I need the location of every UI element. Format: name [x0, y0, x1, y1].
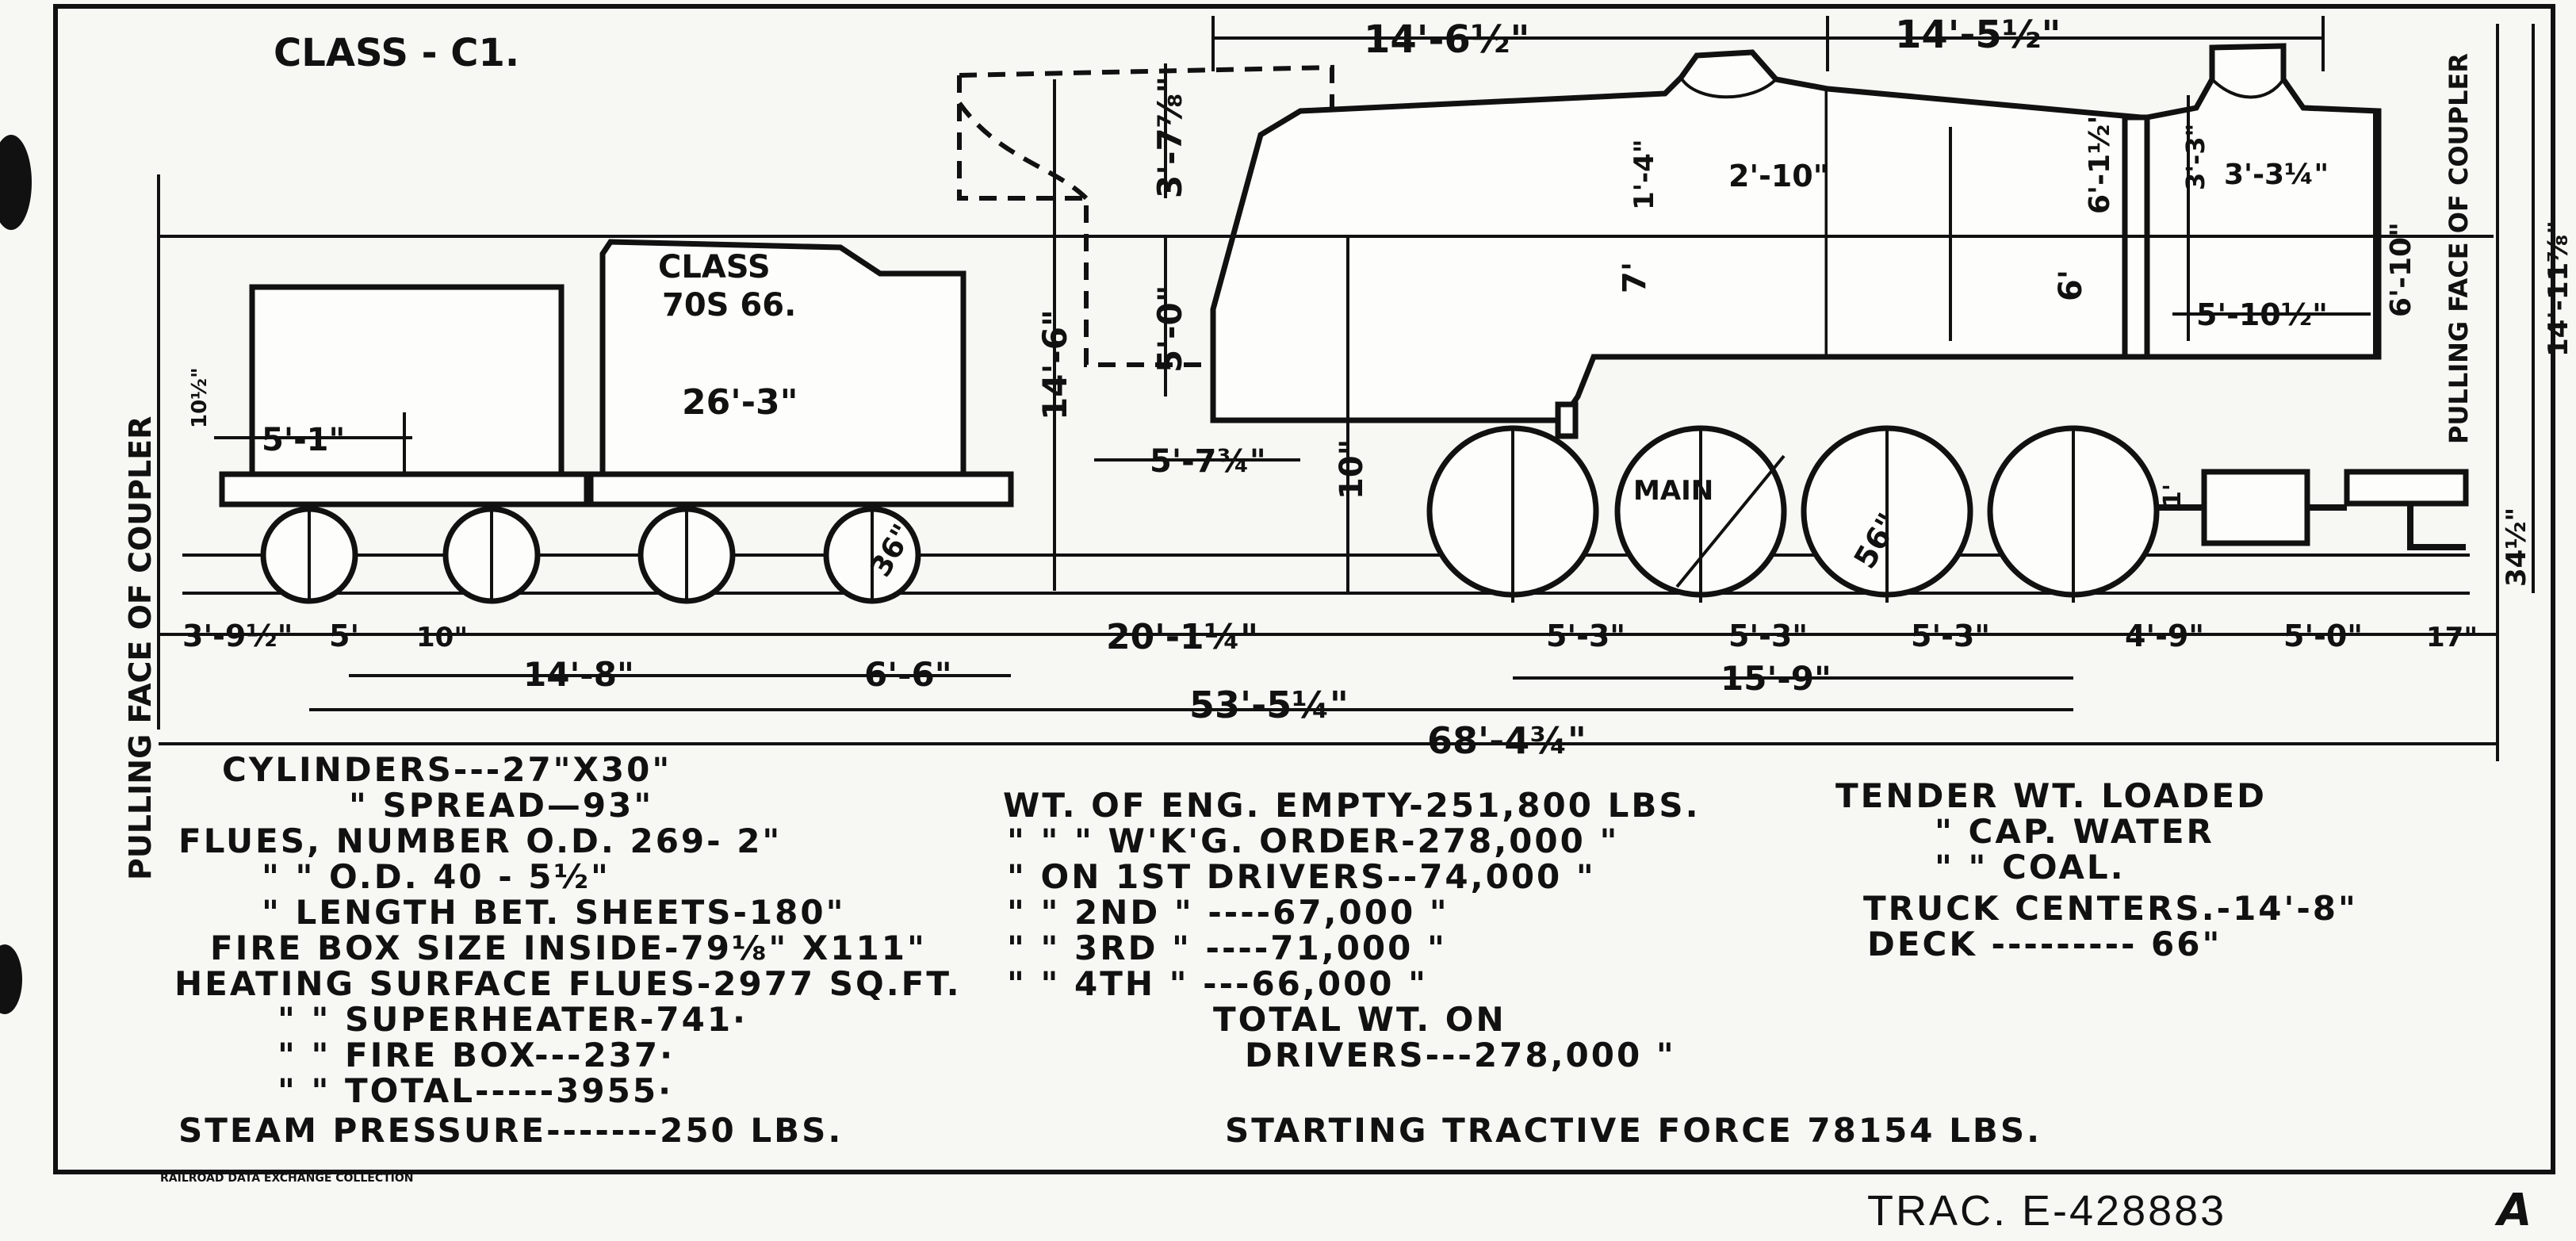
spec-line: CYLINDERS---27"X30"	[222, 750, 672, 789]
tender	[219, 239, 1014, 604]
spec-line: DRIVERS---278,000 "	[1245, 1036, 1676, 1074]
trac-number: TRAC. E-428883	[1867, 1187, 2226, 1235]
dim-label: 10"	[416, 622, 468, 653]
spec-line: " SPREAD—93"	[349, 786, 653, 825]
dim-label: 14'-6½"	[1364, 17, 1530, 62]
dim-label: 53'-5¼"	[1189, 684, 1349, 726]
specifications-left: CYLINDERS---27"X30" " SPREAD—93" FLUES, …	[174, 750, 962, 1150]
specifications-right: TENDER WT. LOADED " CAP. WATER " " COAL.…	[1835, 776, 2358, 963]
pilot-step	[2407, 504, 2466, 550]
sheet-letter: A	[2494, 1185, 2532, 1236]
dim-label: 2'-10"	[1728, 159, 1829, 193]
spec-line: TRUCK CENTERS.-14'-8"	[1863, 889, 2358, 928]
class-label: CLASS - C1.	[274, 31, 519, 75]
spec-line: " " FIRE BOX---237·	[278, 1036, 675, 1074]
spec-line: " LENGTH BET. SHEETS-180"	[262, 893, 845, 932]
dim-label: 6'-6"	[864, 655, 952, 694]
smokestack-base	[2210, 78, 2285, 99]
spec-line: DECK --------- 66"	[1867, 925, 2222, 963]
dim-label: 6'-1½"	[2084, 109, 2116, 214]
dim-label: 14'-6"	[1035, 309, 1074, 420]
dim-label: 6'	[2053, 270, 2089, 301]
dim-label: 10"	[1334, 439, 1370, 500]
dim-label: 68'-4¾"	[1427, 719, 1587, 762]
dim-label: 7'	[1617, 262, 1653, 293]
dim-label: 14'-5½"	[1895, 13, 2061, 57]
dim-label: 5'-3"	[1546, 619, 1625, 653]
punch-hole-top	[0, 135, 32, 230]
dim-label: 14'-8"	[523, 655, 634, 694]
spec-line: " CAP. WATER	[1935, 812, 2214, 851]
dim-label: 5'-1"	[262, 422, 345, 458]
tender-front-tank	[249, 284, 565, 477]
cylinder	[2201, 469, 2310, 546]
dim-label: 26'-3"	[682, 382, 798, 423]
dimension-lines	[159, 16, 2535, 745]
specifications-middle: WT. OF ENG. EMPTY-251,800 LBS. " " " W'K…	[1003, 786, 2042, 1150]
spec-line: WT. OF ENG. EMPTY-251,800 LBS.	[1003, 786, 1701, 825]
spec-line: " " COAL.	[1935, 848, 2126, 887]
dim-label: 5'-10½"	[2196, 297, 2328, 332]
dim-label: 5'-3"	[1911, 619, 1990, 653]
spec-line: FIRE BOX SIZE INSIDE-79⅛" X111"	[210, 929, 927, 967]
spec-line: TOTAL WT. ON	[1213, 1000, 1506, 1039]
dim-label: 1'-4"	[1629, 139, 1660, 210]
dim-label: 5'-0"	[2283, 619, 2363, 653]
dim-label: 3'-3¼"	[2224, 159, 2329, 191]
tender-rear-tank	[599, 239, 966, 477]
tender-class-line2: 70S 66.	[662, 287, 796, 324]
dim-label: 34½"	[2501, 508, 2532, 587]
dim-label: 3'-3"	[2180, 124, 2210, 190]
dim-label: 20'-1¼"	[1106, 617, 1258, 657]
spec-line: STEAM PRESSURE-------250 LBS.	[178, 1111, 843, 1150]
dim-label: 1'	[2159, 484, 2187, 508]
spec-line: " " " W'K'G. ORDER-278,000 "	[1007, 822, 1619, 860]
punch-hole-bottom	[0, 944, 22, 1014]
spec-line: HEATING SURFACE FLUES-2977 SQ.FT.	[174, 964, 962, 1003]
dim-label: 17"	[2426, 622, 2478, 653]
steam-dome-base	[1679, 76, 1778, 99]
dim-label: 3'-9½"	[182, 619, 293, 653]
dim-label: 4'-9"	[2125, 619, 2204, 653]
tender-frame-rear	[588, 471, 1014, 508]
spec-line: " " O.D. 40 - 5½"	[262, 857, 611, 896]
dim-label: 5'-0"	[1150, 285, 1189, 373]
spec-line: " " TOTAL-----3955·	[278, 1071, 673, 1110]
dim-label: 15'-9"	[1721, 659, 1832, 698]
coupler-label-right: PULLING FACE OF COUPLER	[2444, 53, 2474, 444]
spec-line: " " 4TH " ---66,000 "	[1007, 964, 1428, 1003]
dim-label: 5'-3"	[1728, 619, 1808, 653]
driver-dimension-line	[1675, 454, 1786, 588]
firebox-foot	[1555, 401, 1579, 439]
collection-note: RAILROAD DATA EXCHANGE COLLECTION	[160, 1172, 413, 1185]
spec-line: " ON 1ST DRIVERS--74,000 "	[1007, 857, 1596, 896]
dim-label: 10½"	[188, 367, 212, 428]
spec-line: " " 2ND " ----67,000 "	[1007, 893, 1449, 932]
cab-rear-curve	[957, 102, 1089, 201]
spec-line: FLUES, NUMBER O.D. 269- 2"	[178, 822, 782, 860]
coupler-label-left: PULLING FACE OF COUPLER	[123, 416, 158, 880]
spec-line: " " SUPERHEATER-741·	[278, 1000, 748, 1039]
tender-class-line1: CLASS	[658, 249, 771, 285]
dim-label: 5'-7¾"	[1150, 443, 1266, 480]
spec-line: TENDER WT. LOADED	[1835, 776, 2267, 815]
dim-label: 6'-10"	[2385, 222, 2417, 317]
dim-label: 14'-11⅞"	[2543, 220, 2574, 357]
spec-line: " " 3RD " ----71,000 "	[1007, 929, 1447, 967]
dim-label: 5'	[329, 619, 359, 653]
spec-line: STARTING TRACTIVE FORCE 78154 LBS.	[1225, 1111, 2042, 1150]
main-driver-label: MAIN	[1633, 475, 1713, 507]
front-coupler	[2344, 469, 2469, 507]
tender-frame-front	[219, 471, 590, 508]
dim-label: 3'-7⅞"	[1150, 76, 1189, 198]
